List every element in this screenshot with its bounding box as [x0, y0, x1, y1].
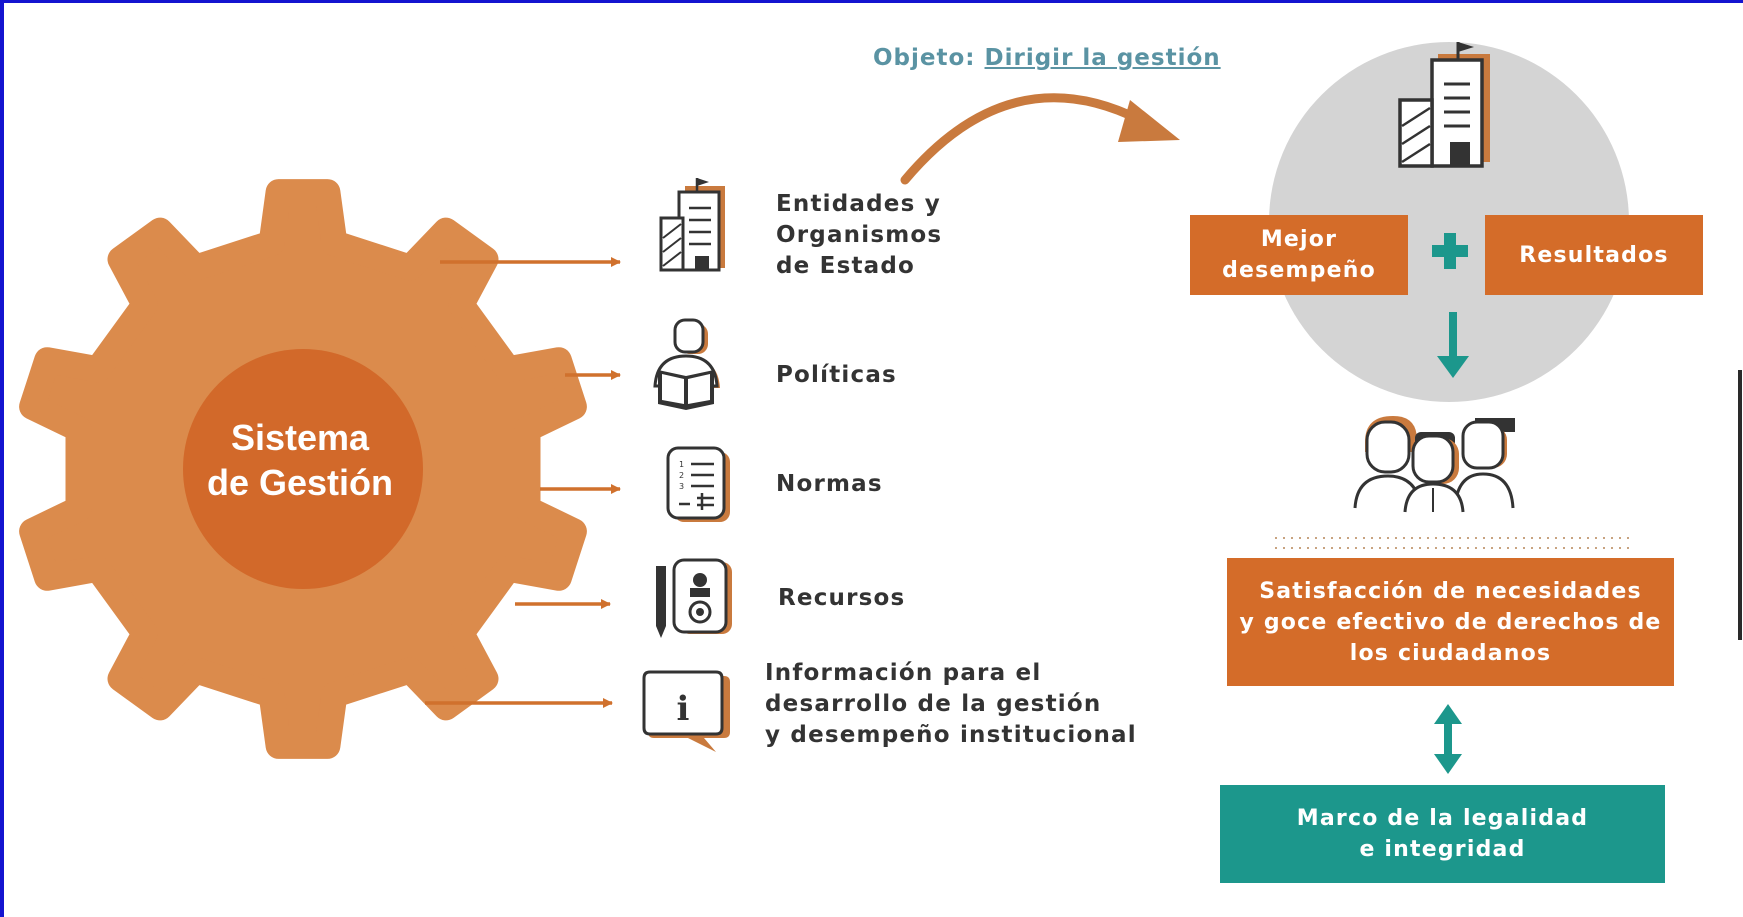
- resultados-box-bg: [1485, 215, 1703, 295]
- svg-text:i: i: [677, 689, 690, 729]
- svg-text:2: 2: [679, 471, 684, 480]
- document-list-icon: 1 2 3: [666, 446, 730, 522]
- reader-person-icon: [653, 318, 720, 410]
- objective-prefix: Objeto:: [873, 45, 976, 71]
- label-normas: Normas: [776, 471, 883, 497]
- svg-text:1: 1: [679, 460, 684, 469]
- objective-arrow: [900, 93, 1180, 185]
- double-arrow-icon: [1434, 704, 1462, 774]
- building-top-icon: [1398, 42, 1490, 168]
- objective-link[interactable]: Dirigir la gestión: [984, 45, 1221, 71]
- satisfaction-box: Satisfacción de necesidades y goce efect…: [1239, 578, 1662, 666]
- edge-marker: [1738, 370, 1742, 640]
- down-arrow-icon: [1437, 312, 1469, 378]
- label-entidades: Entidades y Organismos de Estado: [776, 191, 943, 279]
- svg-text:3: 3: [679, 482, 684, 491]
- gear-connectors: [425, 257, 621, 708]
- legality-box-bg: [1220, 785, 1665, 883]
- citizens-group-icon: [1353, 416, 1515, 513]
- outcomes-circle: [1269, 42, 1629, 402]
- label-politicas: Políticas: [776, 362, 897, 388]
- plus-icon: [1432, 233, 1468, 269]
- satisfaction-box-bg: [1227, 558, 1674, 686]
- resultados-box: Resultados: [1519, 242, 1669, 268]
- label-informacion: Información para el desarrollo de la ges…: [765, 660, 1137, 748]
- objective-label: Objeto: Dirigir la gestión: [873, 45, 1221, 71]
- building-icon: [659, 178, 725, 272]
- mejor-desempeno-box-bg: [1190, 215, 1408, 295]
- label-recursos: Recursos: [778, 585, 906, 611]
- gear-icon: [19, 179, 587, 759]
- legality-box: Marco de la legalidad e integridad: [1296, 806, 1589, 862]
- info-speech-icon: i: [642, 670, 730, 752]
- gear-center: [183, 349, 423, 589]
- gear-title: Sistema de Gestión: [206, 417, 394, 503]
- resources-badge-icon: [656, 558, 732, 638]
- mejor-desempeno-box: Mejor desempeño: [1222, 227, 1376, 283]
